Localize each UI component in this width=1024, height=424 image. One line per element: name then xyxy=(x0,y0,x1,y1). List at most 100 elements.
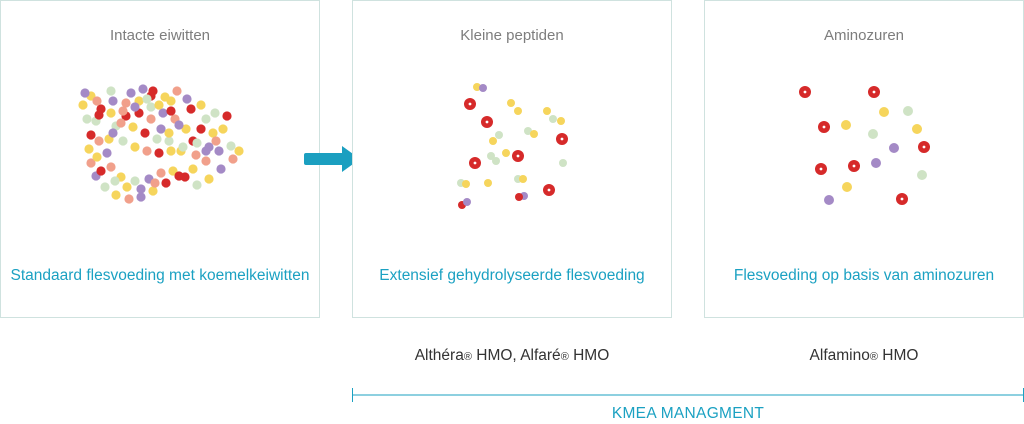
arrow-right-icon xyxy=(304,146,360,172)
chain-bead xyxy=(191,150,201,160)
chain-bead xyxy=(94,110,104,120)
bead-center xyxy=(803,90,807,94)
chain-bead xyxy=(152,134,162,144)
chain-bead xyxy=(84,144,94,154)
chain-bead xyxy=(130,176,140,186)
chain-bead xyxy=(146,114,156,124)
amino-bead xyxy=(889,143,899,153)
chain-bead xyxy=(116,118,126,128)
chain-bead xyxy=(158,108,168,118)
peptide-bead xyxy=(502,149,510,157)
chain-bead xyxy=(201,156,211,166)
chain-bead xyxy=(94,136,104,146)
chain-bead xyxy=(211,136,221,146)
chain-bead xyxy=(110,176,120,186)
bead-center xyxy=(900,197,904,201)
chain-bead xyxy=(80,88,90,98)
chain-bead xyxy=(192,180,202,190)
chain-bead xyxy=(92,96,102,106)
amino-bead xyxy=(824,195,834,205)
peptide-bead xyxy=(489,137,497,145)
product-peptides: Althéra® HMO, Alfaré® HMO xyxy=(352,347,672,365)
amino-bead xyxy=(879,107,889,117)
chain-bead xyxy=(142,146,152,156)
chain-bead xyxy=(166,146,176,156)
card-title: Aminozuren xyxy=(823,27,905,44)
peptide-bead xyxy=(487,152,495,160)
chain-bead xyxy=(122,182,132,192)
peptide-bead xyxy=(559,159,567,167)
product-name: Alfaré xyxy=(520,347,561,364)
bead-center xyxy=(819,167,823,171)
chain-bead xyxy=(201,114,211,124)
amino-bead xyxy=(841,120,851,130)
peptide-bead xyxy=(473,83,481,91)
chain-bead xyxy=(138,84,148,94)
registered-mark: ® xyxy=(869,351,878,363)
peptides-icon xyxy=(457,83,568,209)
amino-bead xyxy=(903,106,913,116)
chain-bead xyxy=(192,138,202,148)
card-caption: Extensief gehydrolyseerde flesvoeding xyxy=(379,267,645,284)
chain-bead xyxy=(111,190,121,200)
product-name: Althéra xyxy=(414,347,464,364)
amino-bead xyxy=(912,124,922,134)
bead-center xyxy=(473,161,477,165)
chain-bead xyxy=(146,102,156,112)
peptide-bead xyxy=(543,107,551,115)
chain-bead xyxy=(188,164,198,174)
chain-bead xyxy=(196,124,206,134)
bead-center xyxy=(922,145,926,149)
kmea-bracket xyxy=(352,388,1024,402)
chain-bead xyxy=(156,168,166,178)
peptide-bead xyxy=(495,131,503,139)
card-caption: Standaard flesvoeding met koemelkeiwitte… xyxy=(10,267,310,284)
registered-mark: ® xyxy=(463,351,472,363)
registered-mark: ® xyxy=(560,351,569,363)
chain-bead xyxy=(142,94,152,104)
chain-bead xyxy=(136,184,146,194)
peptide-bead xyxy=(515,193,523,201)
chain-bead xyxy=(166,106,176,116)
chain-bead xyxy=(118,136,128,146)
chain-bead xyxy=(86,158,96,168)
chain-bead xyxy=(106,162,116,172)
chain-bead xyxy=(108,96,118,106)
chain-bead xyxy=(154,148,164,158)
chain-bead xyxy=(161,178,171,188)
protein-chain-icon xyxy=(78,84,244,204)
peptide-bead xyxy=(530,130,538,138)
chain-bead xyxy=(160,92,170,102)
amino-acids-icon xyxy=(799,86,930,205)
chain-bead xyxy=(204,174,214,184)
card-amino-acids: Aminozuren Flesvoeding op basis van amin… xyxy=(704,0,1024,318)
peptide-bead xyxy=(557,117,565,125)
chain-bead xyxy=(118,106,128,116)
chain-bead xyxy=(164,136,174,146)
chain-bead xyxy=(234,146,244,156)
chain-bead xyxy=(174,171,184,181)
bead-center xyxy=(822,125,826,129)
chain-bead xyxy=(226,141,236,151)
bead-center xyxy=(547,188,551,192)
product-name: Alfamino xyxy=(809,347,870,364)
card-intact-proteins: Intacte eiwitten Standaard flesvoeding m… xyxy=(0,0,320,318)
amino-bead xyxy=(842,182,852,192)
chain-bead xyxy=(196,100,206,110)
peptide-bead xyxy=(549,115,557,123)
peptide-bead xyxy=(463,198,471,206)
bead-center xyxy=(872,90,876,94)
card-title: Intacte eiwitten xyxy=(109,27,211,44)
chain-bead xyxy=(106,108,116,118)
kmea-label: KMEA MANAGMENT xyxy=(611,405,765,422)
chain-bead xyxy=(108,128,118,138)
peptide-bead xyxy=(524,127,532,135)
chain-bead xyxy=(124,194,134,204)
chain-bead xyxy=(102,148,112,158)
chain-bead xyxy=(130,142,140,152)
chain-bead xyxy=(228,154,238,164)
chain-bead xyxy=(106,86,116,96)
chain-bead xyxy=(78,100,88,110)
chain-bead xyxy=(181,124,191,134)
chain-bead xyxy=(150,178,160,188)
